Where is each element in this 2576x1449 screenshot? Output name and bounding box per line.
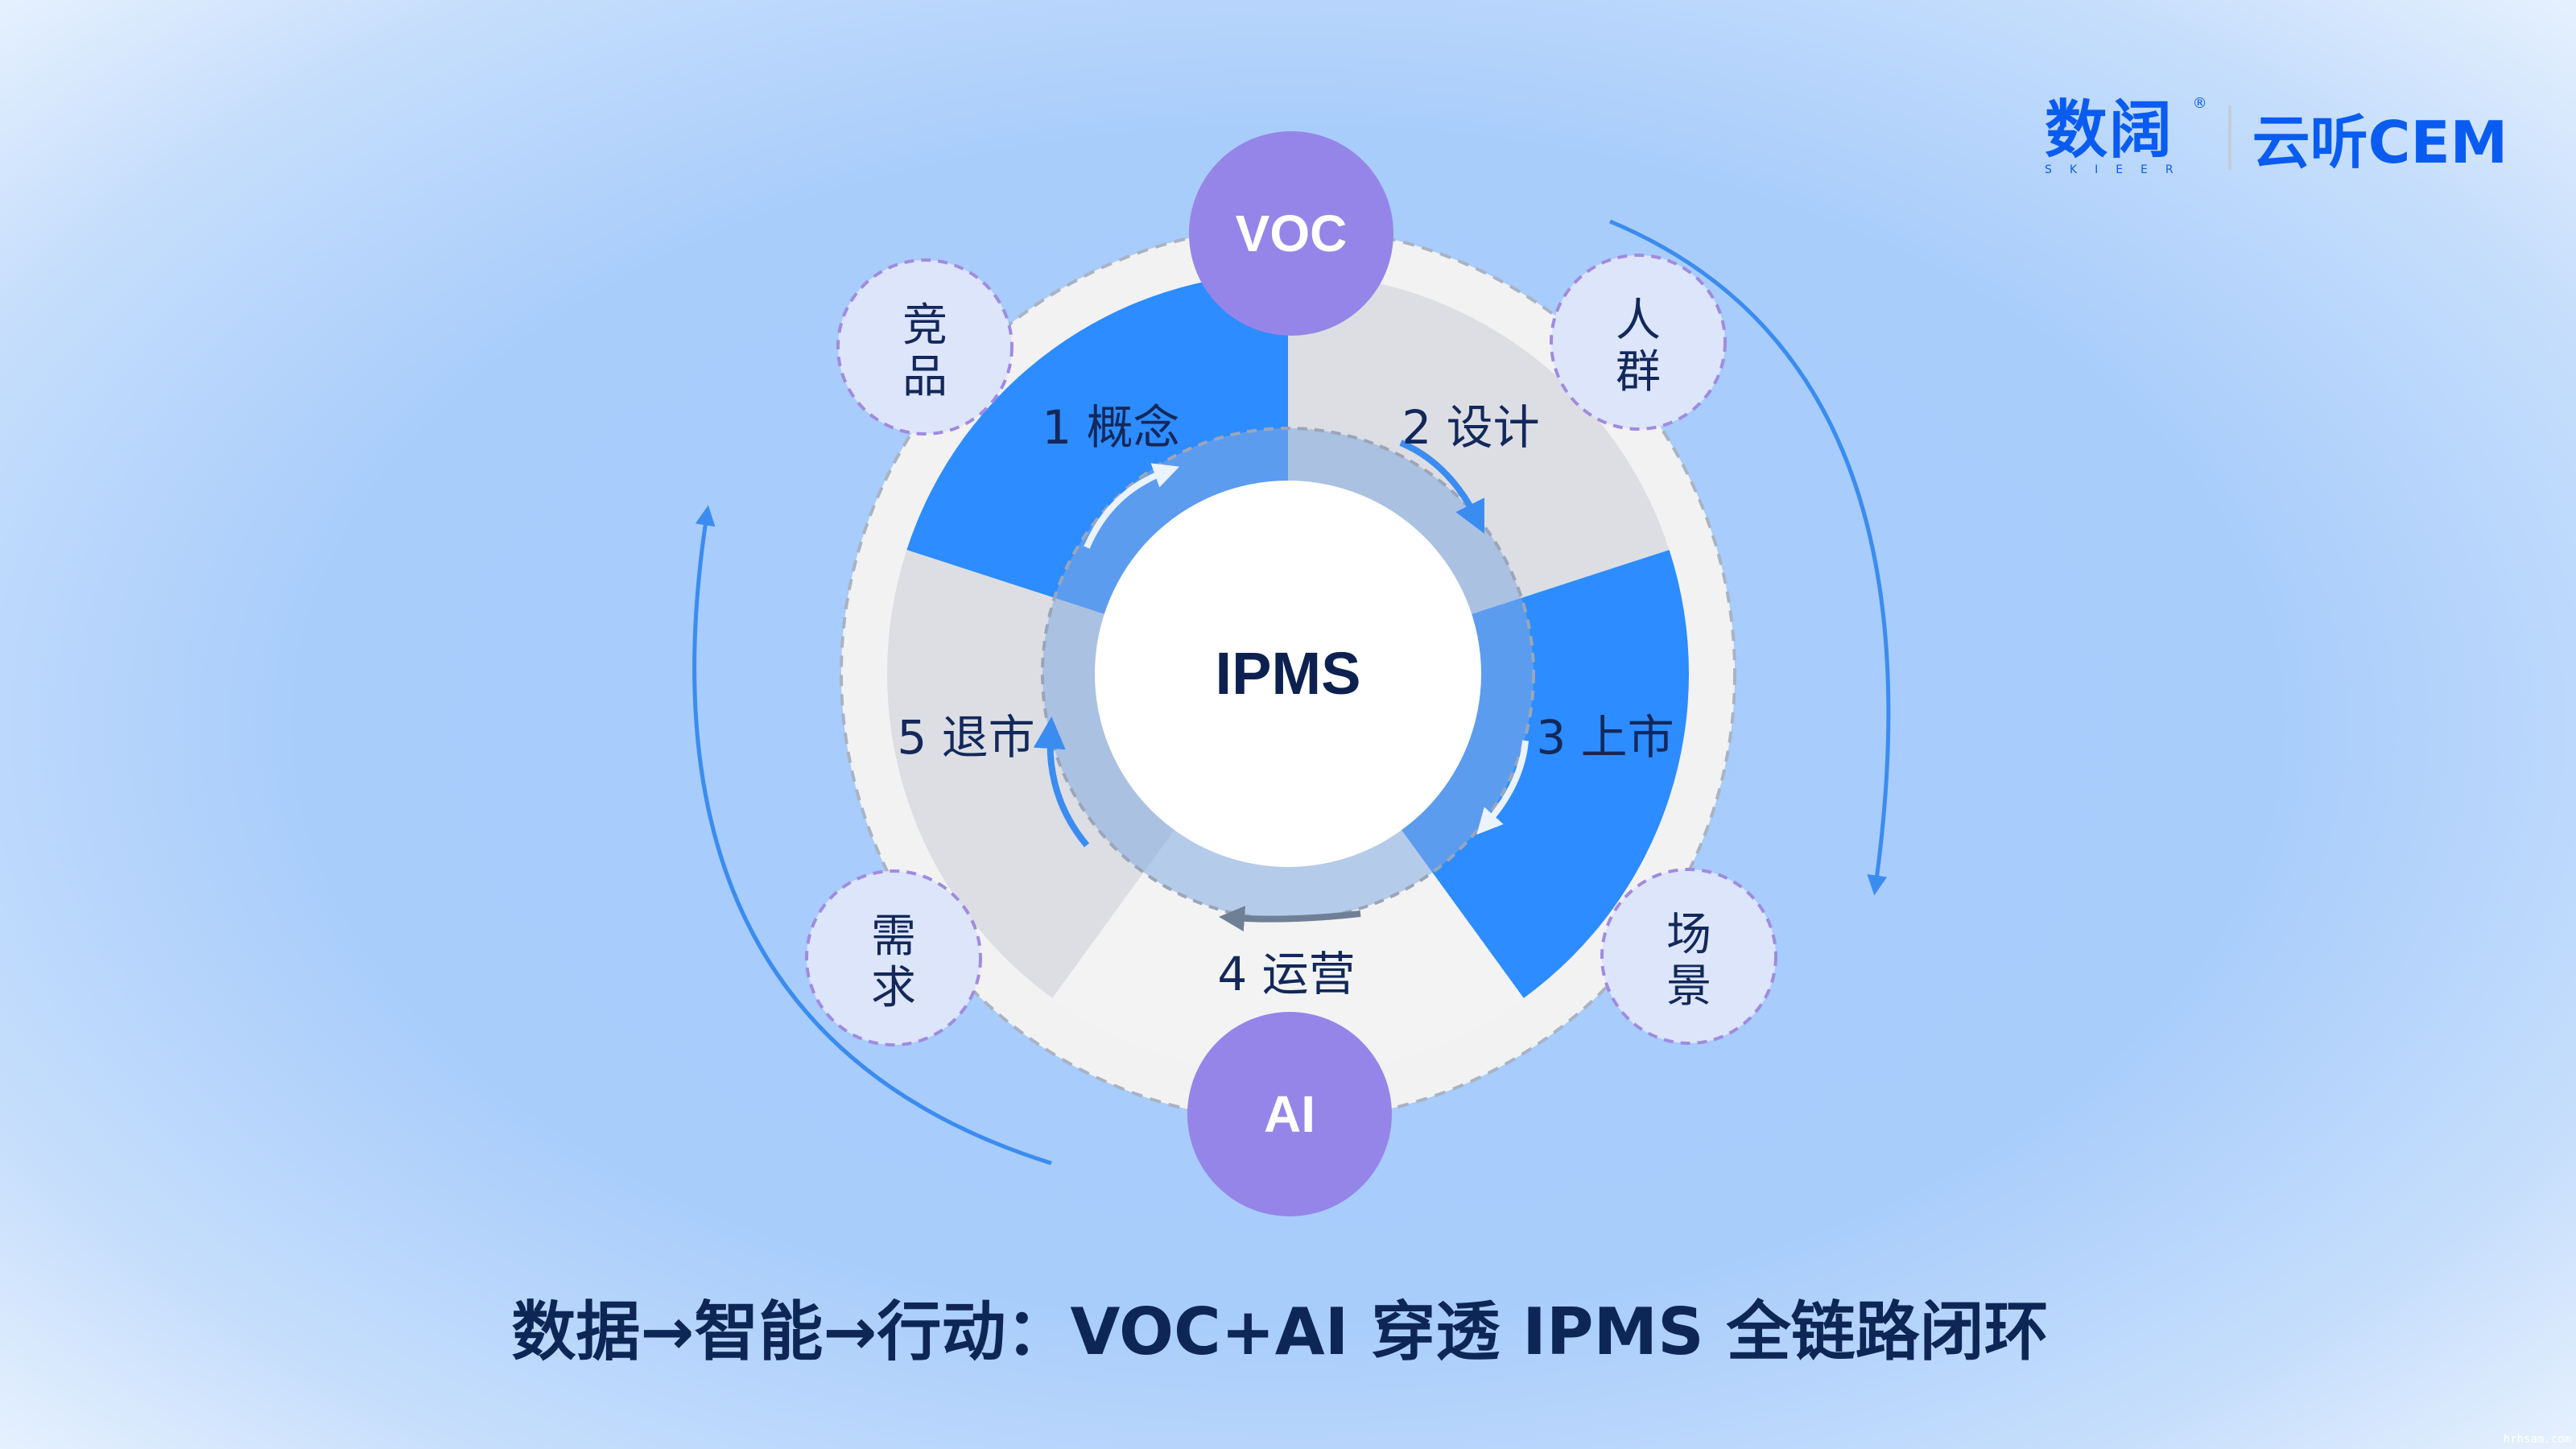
factor-char: 竞 — [902, 299, 947, 352]
factor-char: 品 — [902, 351, 947, 403]
cycle-arrow-right — [1609, 219, 1891, 896]
factor-scenario: 场景 — [1600, 868, 1777, 1045]
registered-mark: ® — [2192, 95, 2207, 112]
stage-label-design: 2 设计 — [1402, 400, 1539, 455]
factor-char: 群 — [1616, 346, 1661, 398]
flow-arrow-4 — [1219, 906, 1361, 932]
center-label: IPMS — [1216, 640, 1361, 707]
page-title: 数据→智能→行动：VOC+AI 穿透 IPMS 全链路闭环 — [511, 1294, 2049, 1369]
hub-voc: VOC — [1189, 131, 1393, 336]
logo-sub: SKIEER — [2045, 163, 2191, 176]
stage-segment-launch — [1400, 550, 1689, 998]
factor-audience: 人群 — [1550, 254, 1727, 431]
flow-arrow-3 — [1476, 740, 1529, 835]
factor-char: 场 — [1666, 909, 1711, 961]
logo: 数阔 SKIEER ® 云听CEM — [2045, 95, 2508, 180]
stage-segment-retire — [887, 550, 1176, 998]
stage-label-concept: 1 概念 — [1042, 400, 1179, 455]
svg-text:VOC: VOC — [1236, 204, 1348, 262]
stage-segment-design — [1288, 273, 1670, 615]
flow-arrow-5 — [1033, 716, 1090, 848]
factor-char: 求 — [871, 962, 916, 1014]
stage-label-retire: 5 退市 — [897, 710, 1034, 765]
logo-brand: 数阔 — [2045, 93, 2174, 167]
stage-label-launch: 3 上市 — [1536, 710, 1674, 765]
factor-char: 需 — [871, 910, 916, 963]
stage-label-operate: 4 运营 — [1217, 947, 1355, 1001]
logo-divider — [2227, 105, 2231, 170]
cycle-arrow-left — [692, 505, 1052, 1166]
factor-competitor: 竞品 — [836, 258, 1013, 436]
center-circle — [1095, 481, 1481, 867]
watermark: hrhsam.com — [2503, 1433, 2571, 1446]
stage-segment-concept — [906, 273, 1288, 615]
factor-char: 景 — [1666, 960, 1711, 1013]
hub-ai: AI — [1187, 1012, 1392, 1216]
factor-char: 人 — [1616, 295, 1661, 347]
flow-arrow-2 — [1399, 440, 1484, 534]
flow-arrow-1 — [1084, 463, 1180, 549]
logo-product: 云听CEM — [2252, 109, 2508, 176]
factor-demand: 需求 — [805, 869, 982, 1046]
svg-text:AI: AI — [1264, 1085, 1315, 1143]
